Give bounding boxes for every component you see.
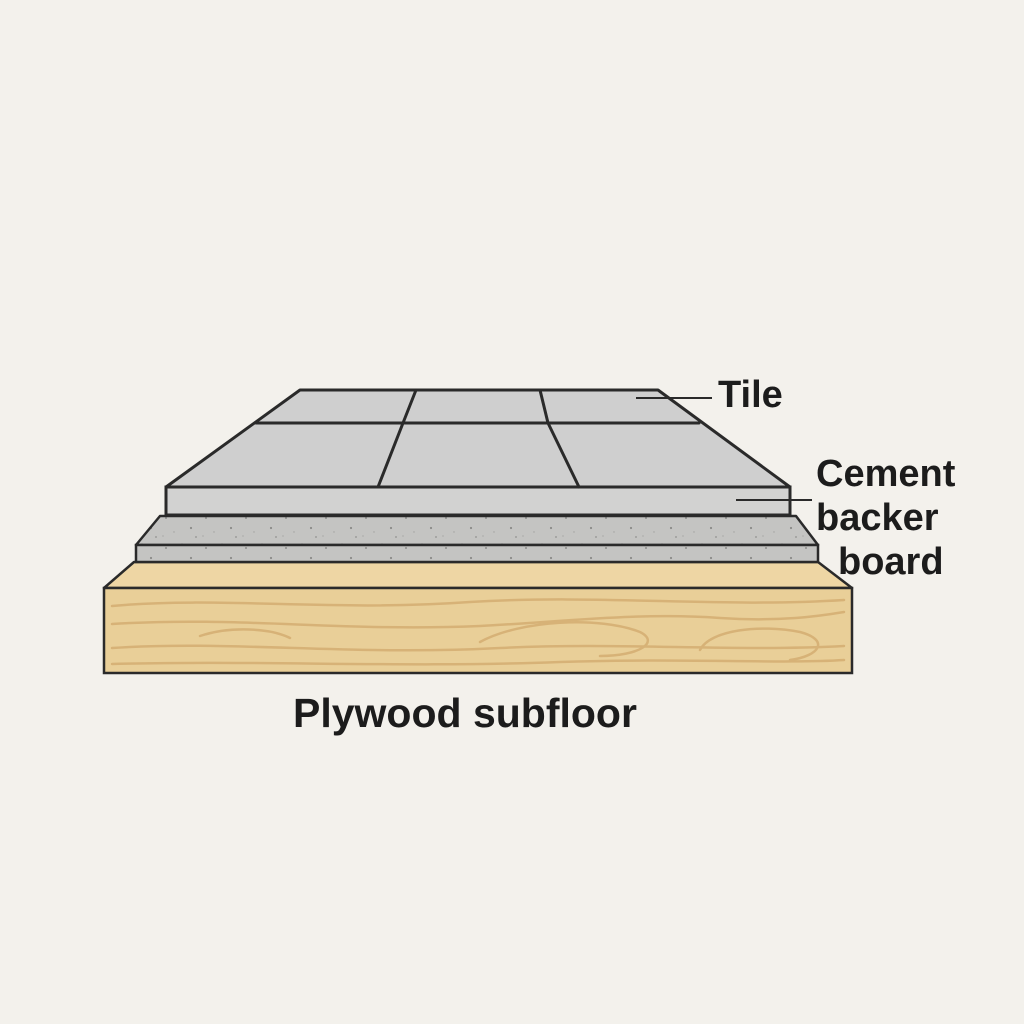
cement-backer-board-layer [134, 514, 820, 564]
plywood-layer [102, 560, 854, 675]
tile-layer [164, 388, 792, 517]
cement-label-line-1: Cement [816, 453, 956, 495]
cement-label-line-3: board [838, 541, 944, 583]
cement-label-line-2: backer [816, 497, 939, 539]
plywood-subfloor-label: Plywood subfloor [293, 690, 637, 736]
cement-backer-board-label: Cement backer board [816, 452, 996, 584]
leader-lines [636, 397, 812, 501]
tile-label: Tile [718, 374, 783, 416]
